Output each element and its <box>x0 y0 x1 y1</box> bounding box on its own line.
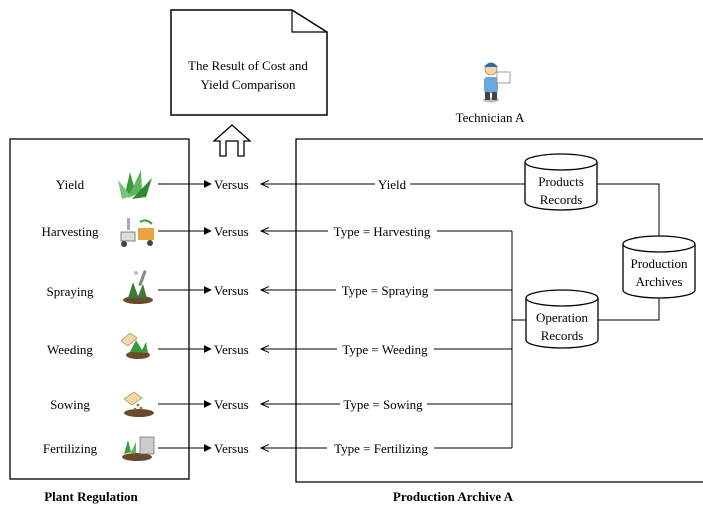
operation-records-line2: Records <box>541 328 584 343</box>
production-archives-database: Production Archives <box>622 235 696 299</box>
production-archive-frame <box>295 138 703 483</box>
filter-label-fertilizing: Type = Fertilizing <box>334 441 428 456</box>
plant-regulation-caption: Plant Regulation <box>44 489 138 504</box>
sprayer-icon <box>123 270 153 304</box>
regulation-label-spraying: Spraying <box>47 284 94 299</box>
filter-label-harvesting: Type = Harvesting <box>334 224 431 239</box>
operation-records-database: Operation Records <box>525 289 599 349</box>
result-note: The Result of Cost and Yield Comparison <box>170 9 328 116</box>
versus-labels: Versus Versus Versus Versus Versus Versu… <box>214 177 249 456</box>
plant-regulation-frame <box>9 138 190 480</box>
technician-label: Technician A <box>456 110 525 125</box>
regulation-label-harvesting: Harvesting <box>41 224 99 239</box>
result-note-line2: Yield Comparison <box>201 77 296 92</box>
versus-label-spraying: Versus <box>214 283 249 298</box>
versus-label-sowing: Versus <box>214 397 249 412</box>
weeding-hand-icon <box>120 332 150 359</box>
filter-label-sowing: Type = Sowing <box>343 397 423 412</box>
filter-label-spraying: Type = Spraying <box>342 283 429 298</box>
fertilizer-icon <box>122 436 155 461</box>
harvester-icon <box>120 218 154 247</box>
filter-arrows <box>261 184 530 448</box>
production-archive-caption: Production Archive A <box>393 489 514 504</box>
leafy-vegetable-icon <box>118 170 152 199</box>
regulation-label-weeding: Weeding <box>47 342 93 357</box>
regulation-label-fertilizing: Fertilizing <box>43 441 98 456</box>
database-connectors <box>597 183 660 321</box>
result-note-line1: The Result of Cost and <box>188 58 308 73</box>
filter-label-yield: Yield <box>378 177 407 192</box>
sowing-hand-icon <box>123 391 154 417</box>
filter-labels: Yield Type = Harvesting Type = Spraying … <box>334 177 431 456</box>
versus-label-fertilizing: Versus <box>214 441 249 456</box>
technician-icon <box>483 62 511 103</box>
production-archives-line2: Archives <box>636 274 683 289</box>
filter-label-weeding: Type = Weeding <box>342 342 428 357</box>
products-records-line1: Products <box>538 174 584 189</box>
operation-records-line1: Operation <box>536 310 588 325</box>
hollow-up-arrow-icon <box>212 124 252 157</box>
versus-label-harvesting: Versus <box>214 224 249 239</box>
versus-label-weeding: Versus <box>214 342 249 357</box>
plant-regulation-labels: Yield Harvesting Spraying Weeding Sowing… <box>41 177 99 456</box>
regulation-to-versus-arrows <box>158 180 212 452</box>
regulation-label-sowing: Sowing <box>50 397 90 412</box>
products-records-line2: Records <box>540 192 583 207</box>
products-records-database: Products Records <box>524 153 598 211</box>
versus-label-yield: Versus <box>214 177 249 192</box>
production-archives-line1: Production <box>630 256 688 271</box>
regulation-label-yield: Yield <box>56 177 85 192</box>
